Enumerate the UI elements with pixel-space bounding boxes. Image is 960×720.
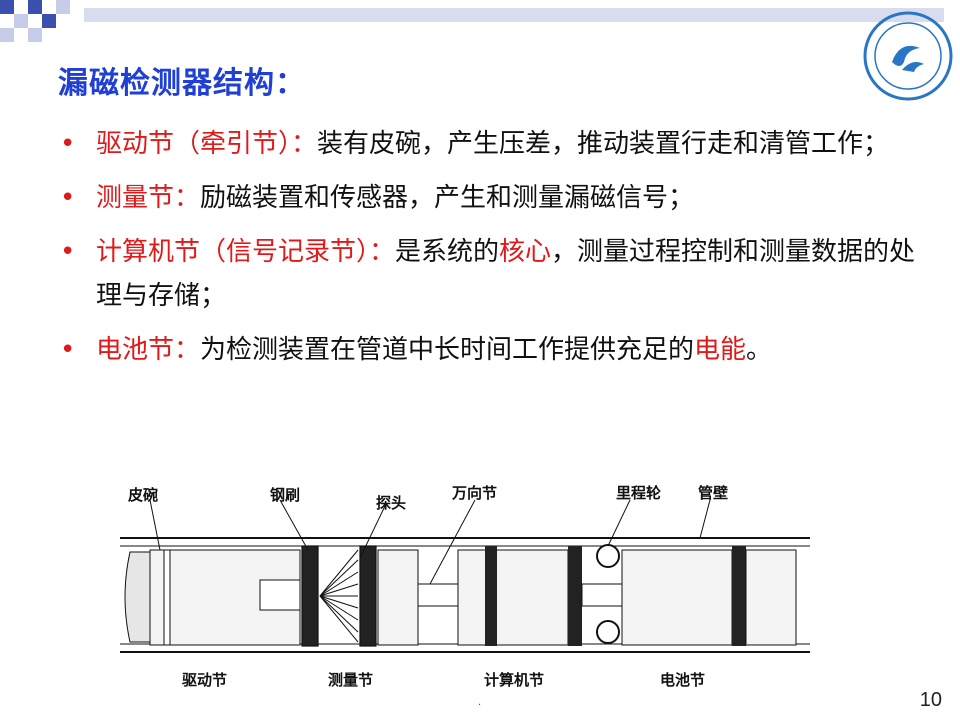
bullet-text: 装有皮碗，产生压差，推动装置行走和清管工作； bbox=[317, 129, 890, 159]
fig-label-pipe-wall: 管壁 bbox=[698, 484, 728, 502]
fig-label-cup: 皮碗 bbox=[128, 486, 158, 504]
bullet-text: 励磁装置和传感器，产生和测量漏磁信号； bbox=[200, 183, 695, 213]
bullet-text: 是系统的 bbox=[395, 237, 500, 267]
fig-label-drive: 驱动节 bbox=[182, 671, 227, 689]
fig-label-probe: 探头 bbox=[376, 494, 406, 512]
bullet-measure-section: 测量节：励磁装置和传感器，产生和测量漏磁信号； bbox=[60, 176, 920, 220]
bullet-text: 。 bbox=[746, 335, 773, 365]
bullet-head: 驱动节（牵引节）： bbox=[96, 129, 318, 159]
bullet-list: 驱动节（牵引节）：装有皮碗，产生压差，推动装置行走和清管工作； 测量节：励磁装置… bbox=[60, 122, 920, 382]
corner-decoration bbox=[0, 0, 944, 42]
bullet-highlight: 核心 bbox=[499, 237, 552, 267]
footer-dot: . bbox=[478, 697, 482, 708]
fig-label-joint: 万向节 bbox=[451, 484, 497, 502]
fig-label-measure: 测量节 bbox=[328, 671, 373, 689]
bullet-computer-section: 计算机节（信号记录节）：是系统的核心，测量过程控制和测量数据的处理与存储； bbox=[60, 230, 920, 318]
slide-title: 漏磁检测器结构： bbox=[58, 66, 306, 101]
bullet-head: 测量节： bbox=[96, 183, 201, 213]
university-logo bbox=[863, 11, 953, 101]
page-number: 10 bbox=[919, 689, 942, 711]
bullet-head: 电池节： bbox=[96, 335, 201, 365]
fig-label-brush: 钢刷 bbox=[270, 486, 300, 504]
bullet-drive-section: 驱动节（牵引节）：装有皮碗，产生压差，推动装置行走和清管工作； bbox=[60, 122, 920, 166]
fig-label-battery: 电池节 bbox=[660, 671, 705, 689]
fig-label-odometer: 里程轮 bbox=[616, 484, 661, 502]
bullet-head: 计算机节（信号记录节）： bbox=[96, 237, 396, 267]
bullet-text: 为检测装置在管道中长时间工作提供充足的 bbox=[200, 335, 695, 365]
bullet-battery-section: 电池节：为检测装置在管道中长时间工作提供充足的电能。 bbox=[60, 328, 920, 372]
bullet-highlight: 电能 bbox=[694, 335, 747, 365]
fig-label-computer: 计算机节 bbox=[484, 671, 544, 689]
bullet-text: ，测量过程控制和测量数据的处理与存储； bbox=[96, 237, 916, 311]
detector-diagram: 皮碗 钢刷 探头 万向节 里程轮 管壁 驱动节 测量节 计算机节 电池节 bbox=[120, 484, 810, 689]
